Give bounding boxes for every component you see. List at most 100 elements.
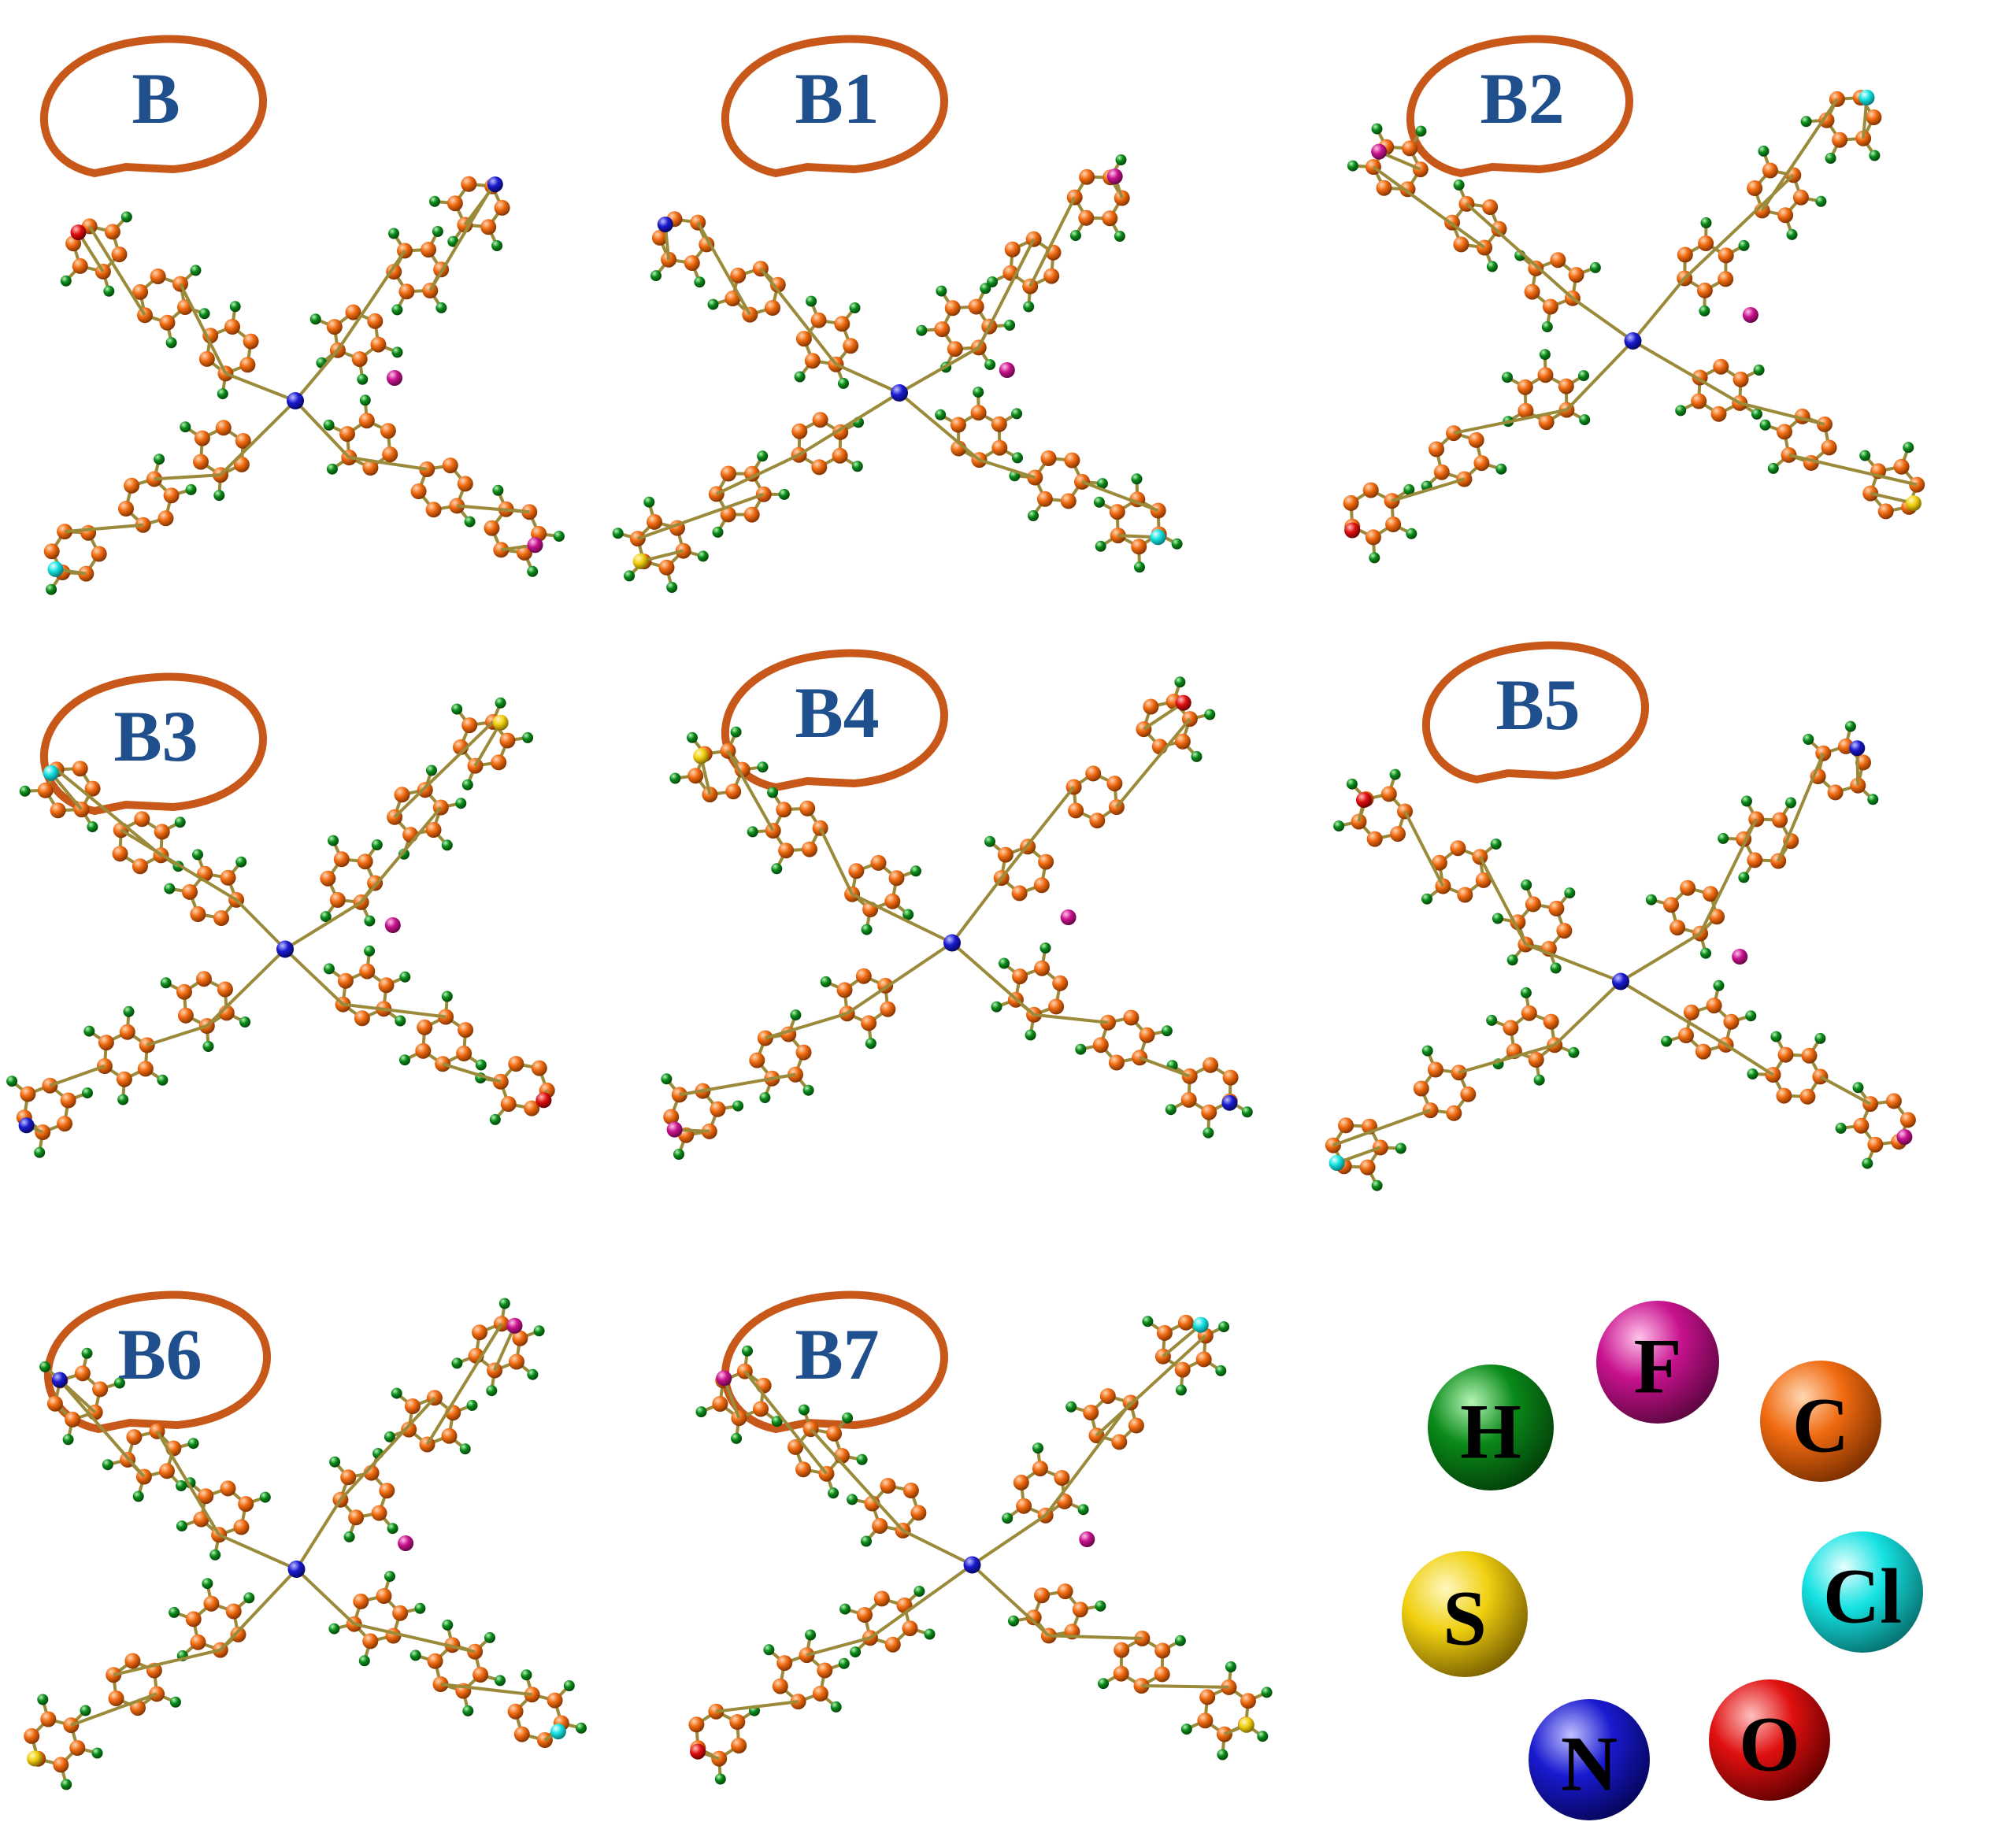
legend-atom-N: N <box>1529 1699 1650 1820</box>
atom-h <box>1786 228 1798 240</box>
atom-n <box>1612 972 1629 991</box>
molecule-B7 <box>688 1314 1273 1785</box>
panel-B7: B7 <box>688 1290 1273 1785</box>
atom-c <box>92 1381 109 1398</box>
atom-cl <box>1192 1316 1209 1333</box>
bond <box>765 1012 848 1040</box>
atom-f <box>1371 143 1388 160</box>
atom-h <box>1539 349 1551 361</box>
atom-h <box>563 1680 575 1691</box>
atom-c <box>1517 379 1533 395</box>
atom-c <box>873 1590 890 1607</box>
atom-h <box>731 1432 743 1444</box>
atom-h <box>1506 954 1518 966</box>
atom-h <box>612 528 624 539</box>
atom-c <box>500 1096 517 1113</box>
atom-h <box>164 883 176 894</box>
atom-c <box>224 319 240 335</box>
atom-c <box>1706 998 1722 1014</box>
atom-c <box>1433 464 1450 480</box>
atom-c <box>190 906 206 922</box>
bond <box>1000 786 1076 879</box>
atom-cl <box>47 561 64 577</box>
atom-h <box>839 1603 851 1615</box>
atom-h <box>1758 145 1770 157</box>
atom-h <box>435 302 447 313</box>
atom-h <box>391 304 403 316</box>
atom-c <box>185 1611 202 1627</box>
atom-c <box>137 1061 154 1077</box>
atom-c <box>42 1077 58 1094</box>
atom-h <box>838 377 849 389</box>
structure-label-B6: B6 <box>117 1314 202 1394</box>
atom-h <box>46 583 57 595</box>
atom-h <box>916 324 928 336</box>
atom-c <box>776 1655 793 1672</box>
atom-cl <box>1150 529 1166 546</box>
atom-c <box>1663 897 1680 913</box>
atom-c <box>326 319 343 335</box>
atom-n <box>287 392 304 409</box>
atom-c <box>968 298 984 315</box>
atom-h <box>1028 510 1039 521</box>
atom-h <box>1738 239 1750 251</box>
atom-c <box>910 1505 927 1521</box>
atom-c <box>320 870 336 887</box>
atom-h <box>1218 1321 1230 1333</box>
atom-h <box>1004 320 1016 331</box>
atom-c <box>1792 189 1809 206</box>
atom-h <box>980 283 991 294</box>
atom-c <box>1431 854 1447 871</box>
atom-c <box>1518 402 1534 419</box>
bond <box>810 1427 905 1532</box>
bond <box>58 1379 97 1414</box>
atom-h <box>694 276 706 288</box>
atom-cl <box>1858 89 1875 106</box>
atom-h <box>62 1434 74 1446</box>
atom-c <box>880 1001 896 1017</box>
atom-h <box>209 1549 221 1561</box>
atom-c <box>386 264 402 280</box>
atom-h <box>673 1149 684 1160</box>
atom-h <box>1521 879 1532 891</box>
atom-n <box>1849 740 1866 757</box>
bond <box>294 349 339 402</box>
atom-c <box>72 257 88 274</box>
atom-h <box>80 1705 91 1716</box>
atom-c <box>1543 1013 1559 1030</box>
atom-c <box>811 459 828 476</box>
atom-c <box>119 1024 135 1040</box>
atom-h <box>856 1453 868 1465</box>
atom-h <box>489 1113 501 1125</box>
atom-h <box>462 1705 474 1716</box>
atom-h <box>60 275 72 287</box>
panel-B3: B3 <box>6 672 555 1158</box>
atom-c <box>132 283 149 300</box>
svg-text:N: N <box>1561 1720 1618 1808</box>
atom-h <box>343 1531 355 1542</box>
atom-c <box>991 416 1007 432</box>
atom-h <box>1012 452 1023 464</box>
bond <box>978 458 1036 480</box>
atom-h <box>1486 261 1498 272</box>
atom-h <box>464 516 476 528</box>
atom-c <box>1108 1054 1125 1071</box>
atom-n <box>1624 332 1642 350</box>
atom-h <box>388 228 399 239</box>
atom-n <box>1221 1094 1238 1111</box>
bond <box>902 1529 973 1567</box>
atom-h <box>838 1657 850 1669</box>
speech-bubble-B: B <box>39 35 267 178</box>
atom-c <box>1413 1080 1429 1097</box>
atom-h <box>387 1523 398 1535</box>
atom-c <box>991 439 1008 456</box>
bond <box>463 183 497 226</box>
atom-h <box>309 313 321 325</box>
atom-f <box>398 1535 414 1551</box>
atom-h <box>154 454 165 465</box>
atom-c <box>333 851 350 868</box>
atom-c <box>358 413 375 429</box>
atom-h <box>174 816 186 828</box>
atom-h <box>1564 887 1576 899</box>
bond <box>219 399 297 476</box>
